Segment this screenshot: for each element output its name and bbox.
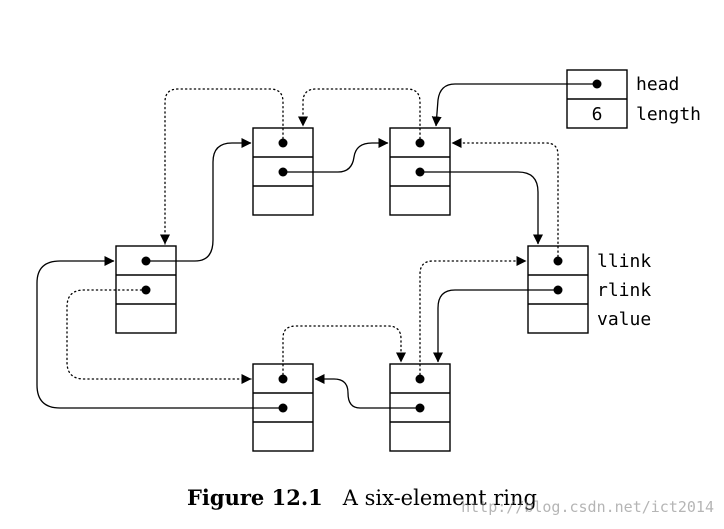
head-label: head (636, 74, 679, 95)
llink-arrow-c-to-b (451, 138, 559, 262)
rlink-arrow-f-to-a (146, 138, 252, 262)
llink-label: llink (597, 251, 651, 272)
figure-number: Figure 12.1 (187, 485, 323, 510)
rlink-label: rlink (597, 280, 651, 301)
header-box: 6 head length (566, 69, 701, 129)
rlink-arrow-d-to-e (314, 374, 420, 409)
llink-arrow-e-to-d (282, 325, 406, 380)
value-label: value (597, 309, 651, 330)
length-label: length (636, 104, 701, 125)
rlink-arrow-a-to-b (283, 138, 389, 173)
llink-arrow-b-to-a (298, 88, 421, 144)
head-arrow (431, 83, 597, 127)
llink-arrow-d-to-c (419, 256, 527, 380)
length-value: 6 (592, 104, 603, 125)
rlink-arrow-c-to-d (433, 289, 558, 363)
watermark: http://blog.csdn.net/ict2014 (461, 498, 714, 516)
figure-title: A six-element ring (342, 486, 537, 510)
rlink-arrow-b-to-c (420, 171, 543, 245)
rlink-arrow-e-to-f (36, 256, 283, 409)
figure-caption: Figure 12.1 A six-element ring (0, 485, 724, 510)
